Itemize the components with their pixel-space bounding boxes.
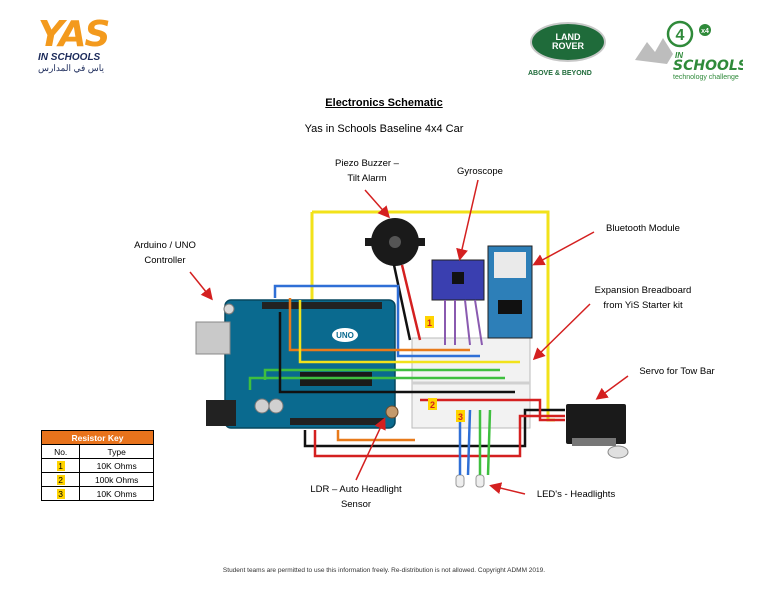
resistor-type: 100k Ohms — [79, 472, 154, 487]
label-arrows — [189, 179, 629, 495]
resistor-no: 2 — [56, 474, 65, 485]
badge-sup: x4 — [701, 28, 709, 35]
label-arduino-line2: Controller — [144, 255, 186, 266]
resistor-type: 10K Ohms — [79, 486, 154, 501]
label-arduino: Arduino / UNO Controller — [112, 238, 218, 268]
label-leds: LED's - Headlights — [536, 489, 616, 500]
resistor-no: 1 — [56, 460, 65, 471]
resistor-type: 10K Ohms — [79, 458, 154, 473]
power-jack — [206, 400, 236, 426]
arduino-uno-board: UNO — [195, 299, 396, 429]
bluetooth-module — [487, 245, 533, 339]
reset-button — [223, 303, 235, 315]
wires — [248, 284, 565, 476]
expansion-breadboard — [411, 337, 531, 429]
logo-in: IN — [675, 51, 683, 60]
analog-header — [290, 418, 385, 425]
badge-number: 4 — [676, 27, 685, 44]
label-expansion-breadboard: Expansion Breadboard from YiS Starter ki… — [578, 283, 708, 313]
label-ldr-line2: Sensor — [340, 499, 372, 510]
resistor-key-title: Resistor Key — [41, 430, 154, 445]
resistor-no: 3 — [56, 488, 65, 499]
yas-logo-arabic: ياس في المدارس — [38, 63, 105, 73]
label-piezo-line1: Piezo Buzzer – — [335, 158, 399, 169]
ldr-sensor — [385, 405, 399, 419]
yas-in-schools-logo: YAS IN SCHOOLS ياس في المدارس — [38, 14, 148, 80]
label-piezo-line2: Tilt Alarm — [347, 173, 387, 184]
led-headlights — [455, 474, 485, 488]
yas-logo-sub: IN SCHOOLS — [38, 52, 101, 63]
mark-1: 1 — [427, 318, 432, 328]
table-row: 1 10K Ohms — [40, 458, 154, 473]
resistor-key-table: Resistor Key No. Type 1 10K Ohms 2 100k … — [40, 430, 154, 501]
document-subtitle: Yas in Schools Baseline 4x4 Car — [304, 123, 464, 135]
usb-port — [195, 321, 231, 355]
badge-ring — [666, 20, 694, 48]
label-servo: Servo for Tow Bar — [639, 366, 715, 377]
4x4-in-schools-logo: 4 x4 IN SCHOOLS technology challenge — [635, 20, 743, 81]
uno-logo — [332, 328, 358, 342]
label-gyroscope: Gyroscope — [457, 166, 503, 177]
copyright-footer: Student teams are permitted to use this … — [222, 567, 546, 574]
label-expansion-line1: Expansion Breadboard — [594, 285, 692, 296]
servo-motor — [566, 404, 629, 459]
label-expansion-line2: from YiS Starter kit — [603, 300, 683, 311]
table-row: 3 10K Ohms — [40, 486, 154, 501]
document-title: Electronics Schematic — [325, 97, 443, 109]
resistor-marks: 1 2 3 — [425, 316, 465, 422]
yas-logo-main: YAS — [38, 14, 110, 55]
land-rover-tagline: ABOVE & BEYOND — [528, 70, 592, 77]
logo-tagline: technology challenge — [673, 74, 739, 81]
badge-sup-circle — [699, 24, 711, 36]
mark-3: 3 — [458, 412, 463, 422]
table-row: 2 100k Ohms — [40, 472, 154, 487]
lr-line1: LAND — [555, 32, 581, 42]
resistor-no-cell: 2 — [40, 472, 81, 487]
label-bluetooth-module: Bluetooth Module — [606, 223, 680, 234]
digital-header — [262, 302, 382, 309]
label-arduino-line1: Arduino / UNO — [134, 240, 196, 251]
mountain-icon — [635, 38, 673, 64]
mark-2: 2 — [430, 400, 435, 410]
gyroscope-module — [431, 259, 485, 301]
uno-logo-text: UNO — [336, 331, 354, 340]
label-piezo-buzzer: Piezo Buzzer – Tilt Alarm — [312, 156, 422, 186]
logo-schools: SCHOOLS — [673, 58, 743, 74]
lr-line2: ROVER — [551, 41, 584, 51]
resistor-key-header-type: Type — [79, 444, 154, 459]
resistor-no-cell: 3 — [40, 486, 81, 501]
resistor-no-cell: 1 — [40, 458, 81, 473]
piezo-buzzer — [365, 218, 425, 266]
label-ldr-line1: LDR – Auto Headlight — [310, 484, 402, 495]
resistor-key-header-no: No. — [40, 444, 81, 459]
label-ldr: LDR – Auto Headlight Sensor — [296, 482, 416, 512]
